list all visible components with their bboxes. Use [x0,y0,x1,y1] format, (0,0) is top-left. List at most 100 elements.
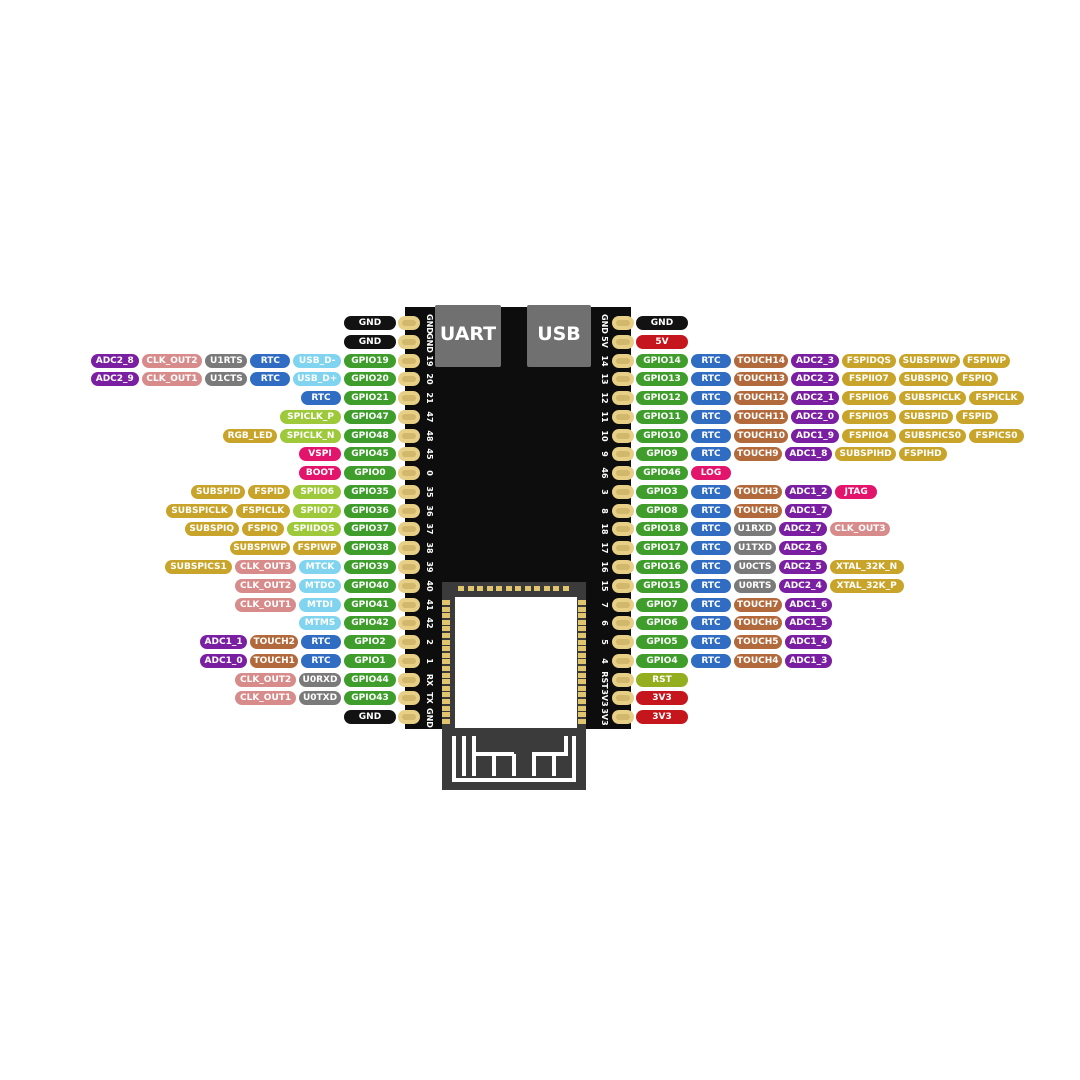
pin-number: TX [425,692,434,705]
pin-label-gpio10: GPIO10 [636,428,688,443]
usb-chip: USB [527,305,591,367]
pin-number: 7 [600,601,609,608]
module-pad [442,699,450,704]
pin-label-subspiclk: SUBSPICLK [899,391,967,406]
header-pin [612,353,634,368]
pin-number: 37 [425,523,434,536]
header-pin [398,522,420,537]
module-pad [578,639,586,645]
pin-label-boot: BOOT [299,466,341,481]
pin-label-touch6: TOUCH6 [734,616,782,631]
header-pin [612,409,634,424]
pin-label-touch10: TOUCH10 [734,428,789,443]
pin-label-rtc: RTC [301,391,341,406]
pin-label-rtc: RTC [301,653,341,668]
pin-number: 47 [425,411,434,423]
pin-label-fspid: FSPID [956,409,999,424]
pin-label-rtc: RTC [691,484,731,499]
module-pad [442,692,450,698]
header-pin [398,597,420,612]
pin-number: 45 [425,448,434,460]
pin-label-log: LOG [691,466,731,481]
module-pad [553,586,559,591]
pin-number: 13 [600,373,609,385]
module-pad [578,679,586,685]
module-pad [467,586,474,591]
pin-label-clk-out3: CLK_OUT3 [829,522,891,537]
pin-label-mtms: MTMS [299,616,341,631]
pin-label-subspics0: SUBSPICS0 [899,428,967,443]
pin-label-touch11: TOUCH11 [734,409,789,424]
module-pad [578,685,586,691]
module-pad [578,712,586,718]
pin-number: 14 [600,354,609,367]
header-pin [612,541,634,556]
pin-label-u1rts: U1RTS [205,353,248,368]
pin-label-3v3: 3V3 [636,710,688,725]
pin-label-gpio36: GPIO36 [344,503,396,518]
header-pin [612,522,634,537]
pin-label-gpio38: GPIO38 [344,541,396,556]
module-pad [442,659,450,665]
pin-label-u1cts: U1CTS [205,372,248,387]
pin-label-fspiq: FSPIQ [241,522,284,537]
pin-label-touch9: TOUCH9 [734,447,782,462]
header-pin [612,578,634,593]
module-pad [442,639,450,645]
pin-label-fspidqs: FSPIDQS [841,353,896,368]
pin-label-rtc: RTC [691,391,731,406]
pin-label-fspid: FSPID [248,484,291,499]
pin-label-fspiio5: FSPIIO5 [841,409,896,424]
pin-number: 36 [425,505,434,517]
pin-label-gpio46: GPIO46 [636,466,688,481]
pin-label-adc1-3: ADC1_3 [784,653,833,668]
header-pin [612,334,634,349]
pin-label-mtdi: MTDI [299,597,341,612]
pin-label-adc2-3: ADC2_3 [791,353,839,368]
pin-number: 17 [600,542,609,554]
module-pad [442,666,450,671]
pin-number: 10 [600,430,609,442]
module-pad [458,586,464,591]
pin-number: 40 [425,580,434,592]
module-pad [524,586,531,591]
pin-label-rtc: RTC [691,541,731,556]
header-pin [612,484,634,499]
pin-label-touch1: TOUCH1 [250,653,298,668]
pin-label-rtc: RTC [691,353,731,368]
pin-number: 39 [425,561,434,573]
module-pad [562,586,569,591]
pin-number: 21 [425,392,434,404]
header-pin [612,391,634,406]
pin-label-adc2-9: ADC2_9 [91,372,139,387]
pin-number: 1 [425,658,434,664]
pin-label-gpio40: GPIO40 [344,578,396,593]
pin-number: 19 [425,354,434,367]
module-pad [578,692,586,698]
pin-label-mtdo: MTDO [299,578,341,593]
header-pin [612,672,634,687]
pin-label-gpio12: GPIO12 [636,391,688,406]
header-pin [398,447,420,462]
pin-label-rtc: RTC [691,578,731,593]
pin-number: 3V3 [600,689,609,708]
pin-number: 41 [425,598,434,611]
pin-number: 4 [600,658,609,664]
pin-label-adc1-6: ADC1_6 [784,597,833,612]
pin-label-gpio43: GPIO43 [344,691,396,706]
header-pin [398,409,420,424]
header-pin [398,560,420,574]
pin-label-fspiwp: FSPIWP [293,541,341,556]
pin-label-clk-out3: CLK_OUT3 [235,560,296,574]
pin-number: RST [600,670,609,689]
module-pad [578,606,586,612]
pin-label-gpio42: GPIO42 [344,616,396,631]
header-pin [612,635,634,650]
header-pin [612,428,634,443]
pin-label-gpio20: GPIO20 [344,372,396,387]
pin-number: 15 [600,580,609,592]
module-pad [442,718,450,724]
pin-label-fspiq: FSPIQ [956,372,999,387]
header-pin [612,447,634,462]
pin-label-subspics1: SUBSPICS1 [164,560,233,574]
